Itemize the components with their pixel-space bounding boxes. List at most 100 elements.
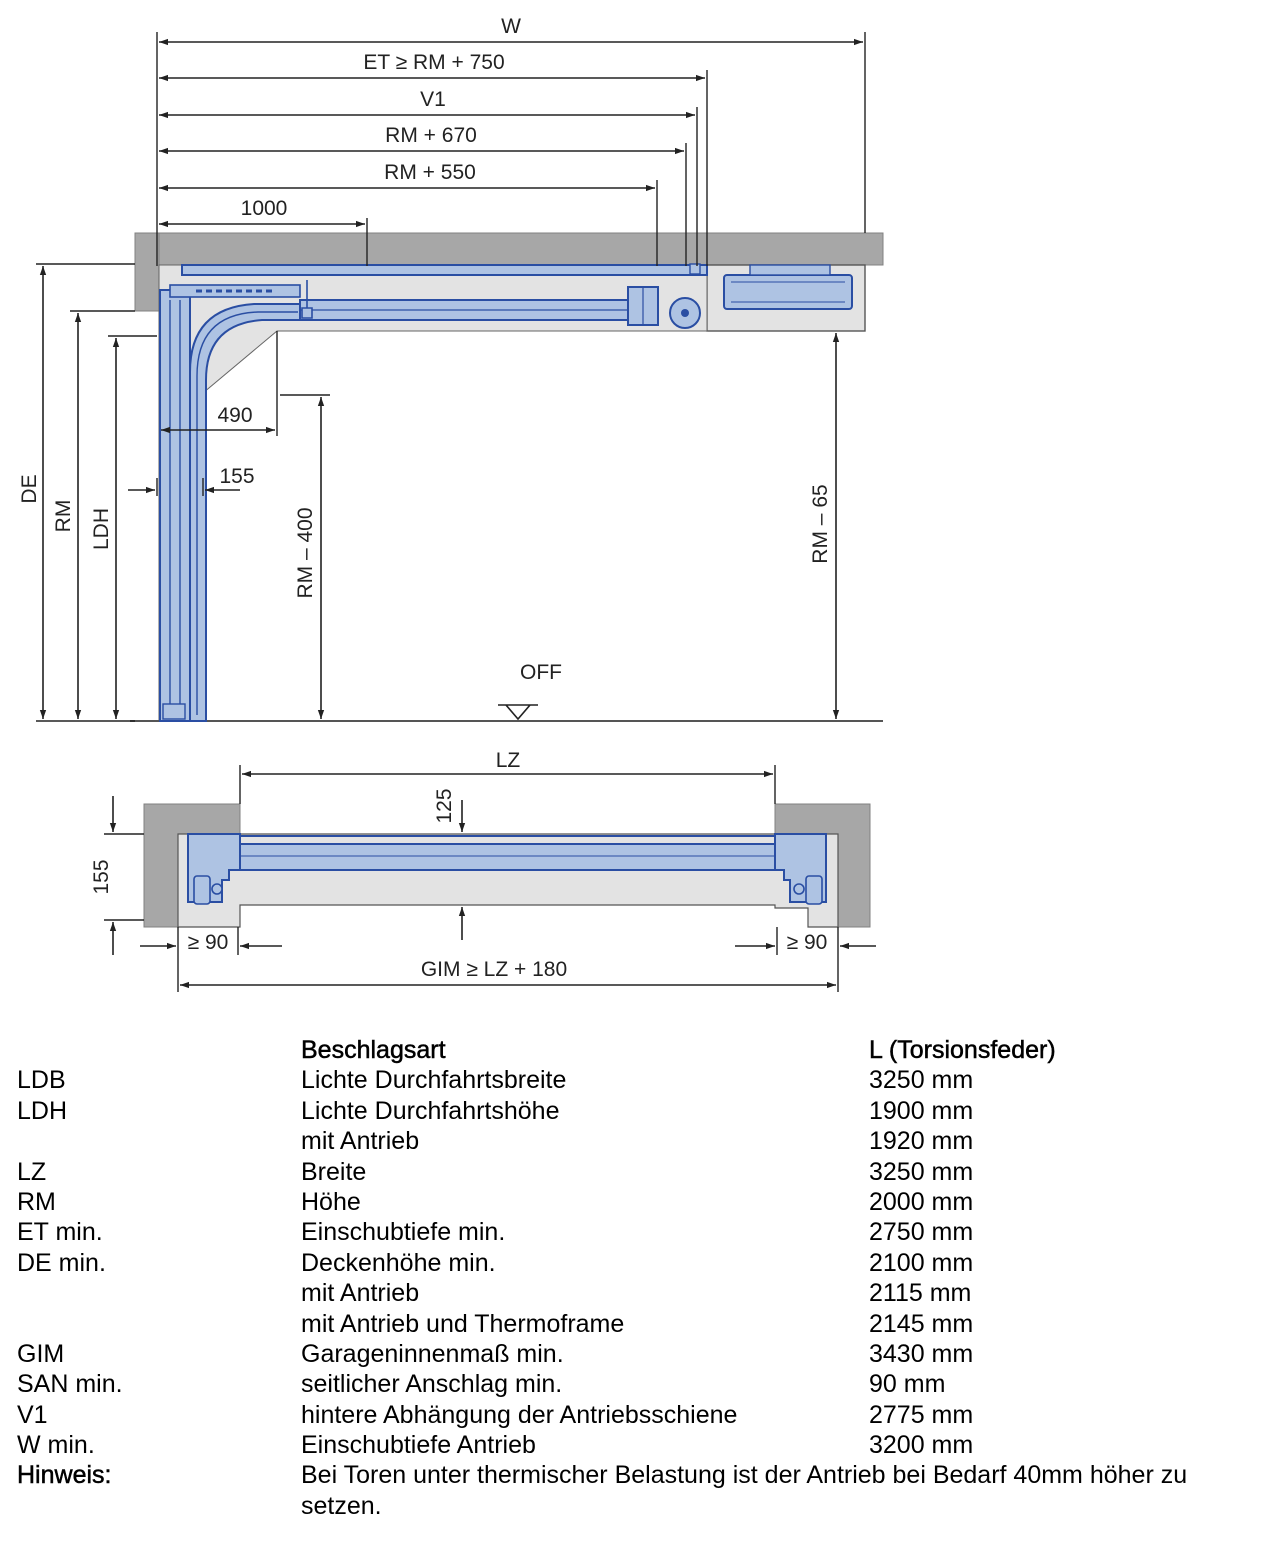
ceiling-wall [134,232,884,266]
header-beschlagsart: Beschlagsart [301,1036,446,1065]
dim-label-w: W [501,15,521,38]
row-value: 90 mm [869,1370,946,1399]
row-description: mit Antrieb und Thermoframe [301,1309,625,1338]
dim-label-125: 125 [433,788,456,823]
row-value: 1920 mm [869,1127,974,1156]
dim-label-et: ET ≥ RM + 750 [363,51,504,74]
spec-table-header: Beschlagsart L (Torsionsfeder) [0,1035,1273,1065]
lintel-wall [134,232,160,312]
row-abbreviation: V1 [17,1400,48,1429]
table-row: SAN min. seitlicher Anschlag min. 90 mm [0,1369,1273,1399]
dim-label-1000: 1000 [241,197,288,220]
torsion-spring-shaft [169,284,301,298]
track-clearance-zone [158,264,708,722]
table-row: LDB Lichte Durchfahrtsbreite 3250 mm [0,1065,1273,1095]
spec-table-body: LDB Lichte Durchfahrtsbreite 3250 mm LDH Lic… [0,1065,1273,1460]
row-description: hintere Abhängung der Antriebsschiene [301,1400,738,1429]
row-value: 3250 mm [869,1066,974,1095]
row-description: Einschubtiefe Antrieb [301,1431,536,1460]
row-description: seitlicher Anschlag min. [301,1370,563,1399]
door-bottom-seal [162,703,186,720]
drive-mount [749,264,831,276]
left-dimensions: DE RM LDH [18,263,157,722]
row-value: 2100 mm [869,1248,974,1277]
row-description: Höhe [301,1187,361,1216]
row-description: Garageninnenmaß min. [301,1339,564,1368]
row-description: Lichte Durchfahrtshöhe [301,1096,560,1125]
plan-roller-right-hub [793,883,805,895]
door-leaf-vertical [159,289,191,722]
dim-label-san-right: ≥ 90 [787,931,828,954]
dim-label-rm400: RM – 400 [294,507,317,598]
table-row: ET min. Einschubtiefe min. 2750 mm [0,1217,1273,1247]
row-abbreviation: LDB [17,1066,66,1095]
row-abbreviation: SAN min. [17,1370,123,1399]
drive-rail [181,264,708,276]
dim-label-v1: V1 [420,88,446,111]
note-text: Bei Toren unter thermischer Belastung is… [301,1461,1188,1520]
row-abbreviation: LDH [17,1096,68,1125]
row-abbreviation: W min. [17,1431,95,1460]
hanger-bracket [301,280,313,319]
inner-dimensions: 490 155 RM – 400 RM – 65 OFF [128,331,840,721]
row-value: 2115 mm [869,1279,972,1308]
rail-hanger [689,263,701,275]
cable-pulley-hub [681,309,689,317]
dim-label-san-left: ≥ 90 [188,931,229,954]
table-row: LZ Breite 3250 mm [0,1157,1273,1187]
floor-level-label: OFF [520,661,562,684]
plan-roller-left-hub [211,883,223,895]
row-value: 1900 mm [869,1096,974,1125]
row-abbreviation: RM [17,1187,56,1216]
dim-label-490: 490 [217,404,252,427]
row-value: 2000 mm [869,1187,974,1216]
guide-track-curve [189,303,301,722]
table-row: DE min. Deckenhöhe min. 2100 mm [0,1248,1273,1278]
row-description: Lichte Durchfahrtsbreite [301,1066,567,1095]
note-label: Hinweis: [17,1461,112,1490]
row-abbreviation: ET min. [17,1218,103,1247]
row-value: 2750 mm [869,1218,974,1247]
row-abbreviation: GIM [17,1339,65,1368]
plan-section [143,803,871,928]
plan-dimensions: LZ 125 155 ≥ 90 ≥ 90 GIM ≥ LZ + 180 [90,749,876,992]
table-row: W min. Einschubtiefe Antrieb 3200 mm [0,1430,1273,1460]
header-torsionsfeder: L (Torsionsfeder) [869,1036,1056,1065]
dim-label-rm65: RM – 65 [809,484,832,563]
row-value: 3430 mm [869,1339,974,1368]
row-description: Deckenhöhe min. [301,1248,496,1277]
table-row: mit Antrieb und Thermoframe 2145 mm [0,1309,1273,1339]
plan-roller-right [805,875,823,905]
row-description: mit Antrieb [301,1279,420,1308]
dim-label-rm550: RM + 550 [384,161,476,184]
row-abbreviation: LZ [17,1157,47,1186]
table-row: LDH Lichte Durchfahrtshöhe 1900 mm [0,1096,1273,1126]
dim-label-rm670: RM + 670 [385,124,477,147]
row-description: Breite [301,1157,367,1186]
side-section [130,232,884,722]
top-dimensions: W ET ≥ RM + 750 V1 RM + 670 RM + 550 100… [156,15,866,266]
row-value: 3200 mm [869,1431,974,1460]
table-row: mit Antrieb 2115 mm [0,1278,1273,1308]
table-row: GIM Garageninnenmaß min. 3430 mm [0,1339,1273,1369]
dim-label-lz: LZ [496,749,521,772]
dim-label-rm: RM [52,500,75,533]
note-row: Hinweis: Bei Toren unter thermischer Bel… [0,1460,1273,1521]
spec-table: Beschlagsart L (Torsionsfeder) LDB Lichte… [0,1035,1273,1521]
row-value: 3250 mm [869,1157,974,1186]
drive-motor [723,274,853,310]
dim-label-155-side: 155 [219,465,254,488]
dim-label-ldh: LDH [90,508,113,550]
row-description: mit Antrieb [301,1127,420,1156]
floor-level-symbol [498,704,538,721]
row-description: Einschubtiefe min. [301,1218,506,1247]
dim-label-de: DE [18,474,41,503]
plan-roller-left [193,875,211,905]
row-abbreviation: DE min. [17,1248,106,1277]
dim-label-gim: GIM ≥ LZ + 180 [421,958,567,981]
technical-drawing: W ET ≥ RM + 750 V1 RM + 670 RM + 550 100… [18,15,884,992]
row-value: 2145 mm [869,1309,974,1338]
guide-track-inner [196,311,298,715]
plan-door-leaf [228,843,785,871]
